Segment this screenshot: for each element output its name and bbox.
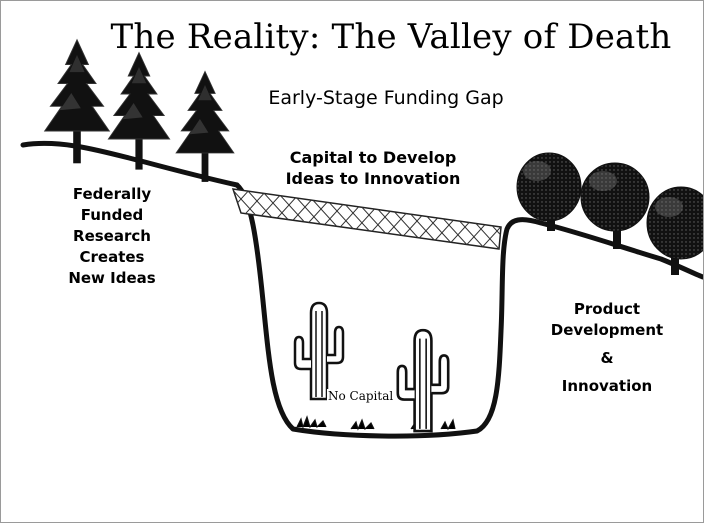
no-capital-label: No Capital (327, 389, 395, 403)
research-label: Federally Funded Research Creates New Id… (68, 185, 156, 287)
valley-outline (234, 182, 703, 439)
slide-title: The Reality: The Valley of Death (110, 17, 672, 57)
slide-subtitle: Early-Stage Funding Gap (268, 87, 504, 109)
tree-icon (44, 39, 235, 183)
tree-icon (516, 152, 703, 275)
bridge-net-icon (231, 188, 502, 250)
product-label: Product Development & Innovation (550, 300, 664, 395)
bridge-label: Capital to Develop Ideas to Innovation (285, 148, 461, 188)
cactus-icon (293, 301, 450, 433)
